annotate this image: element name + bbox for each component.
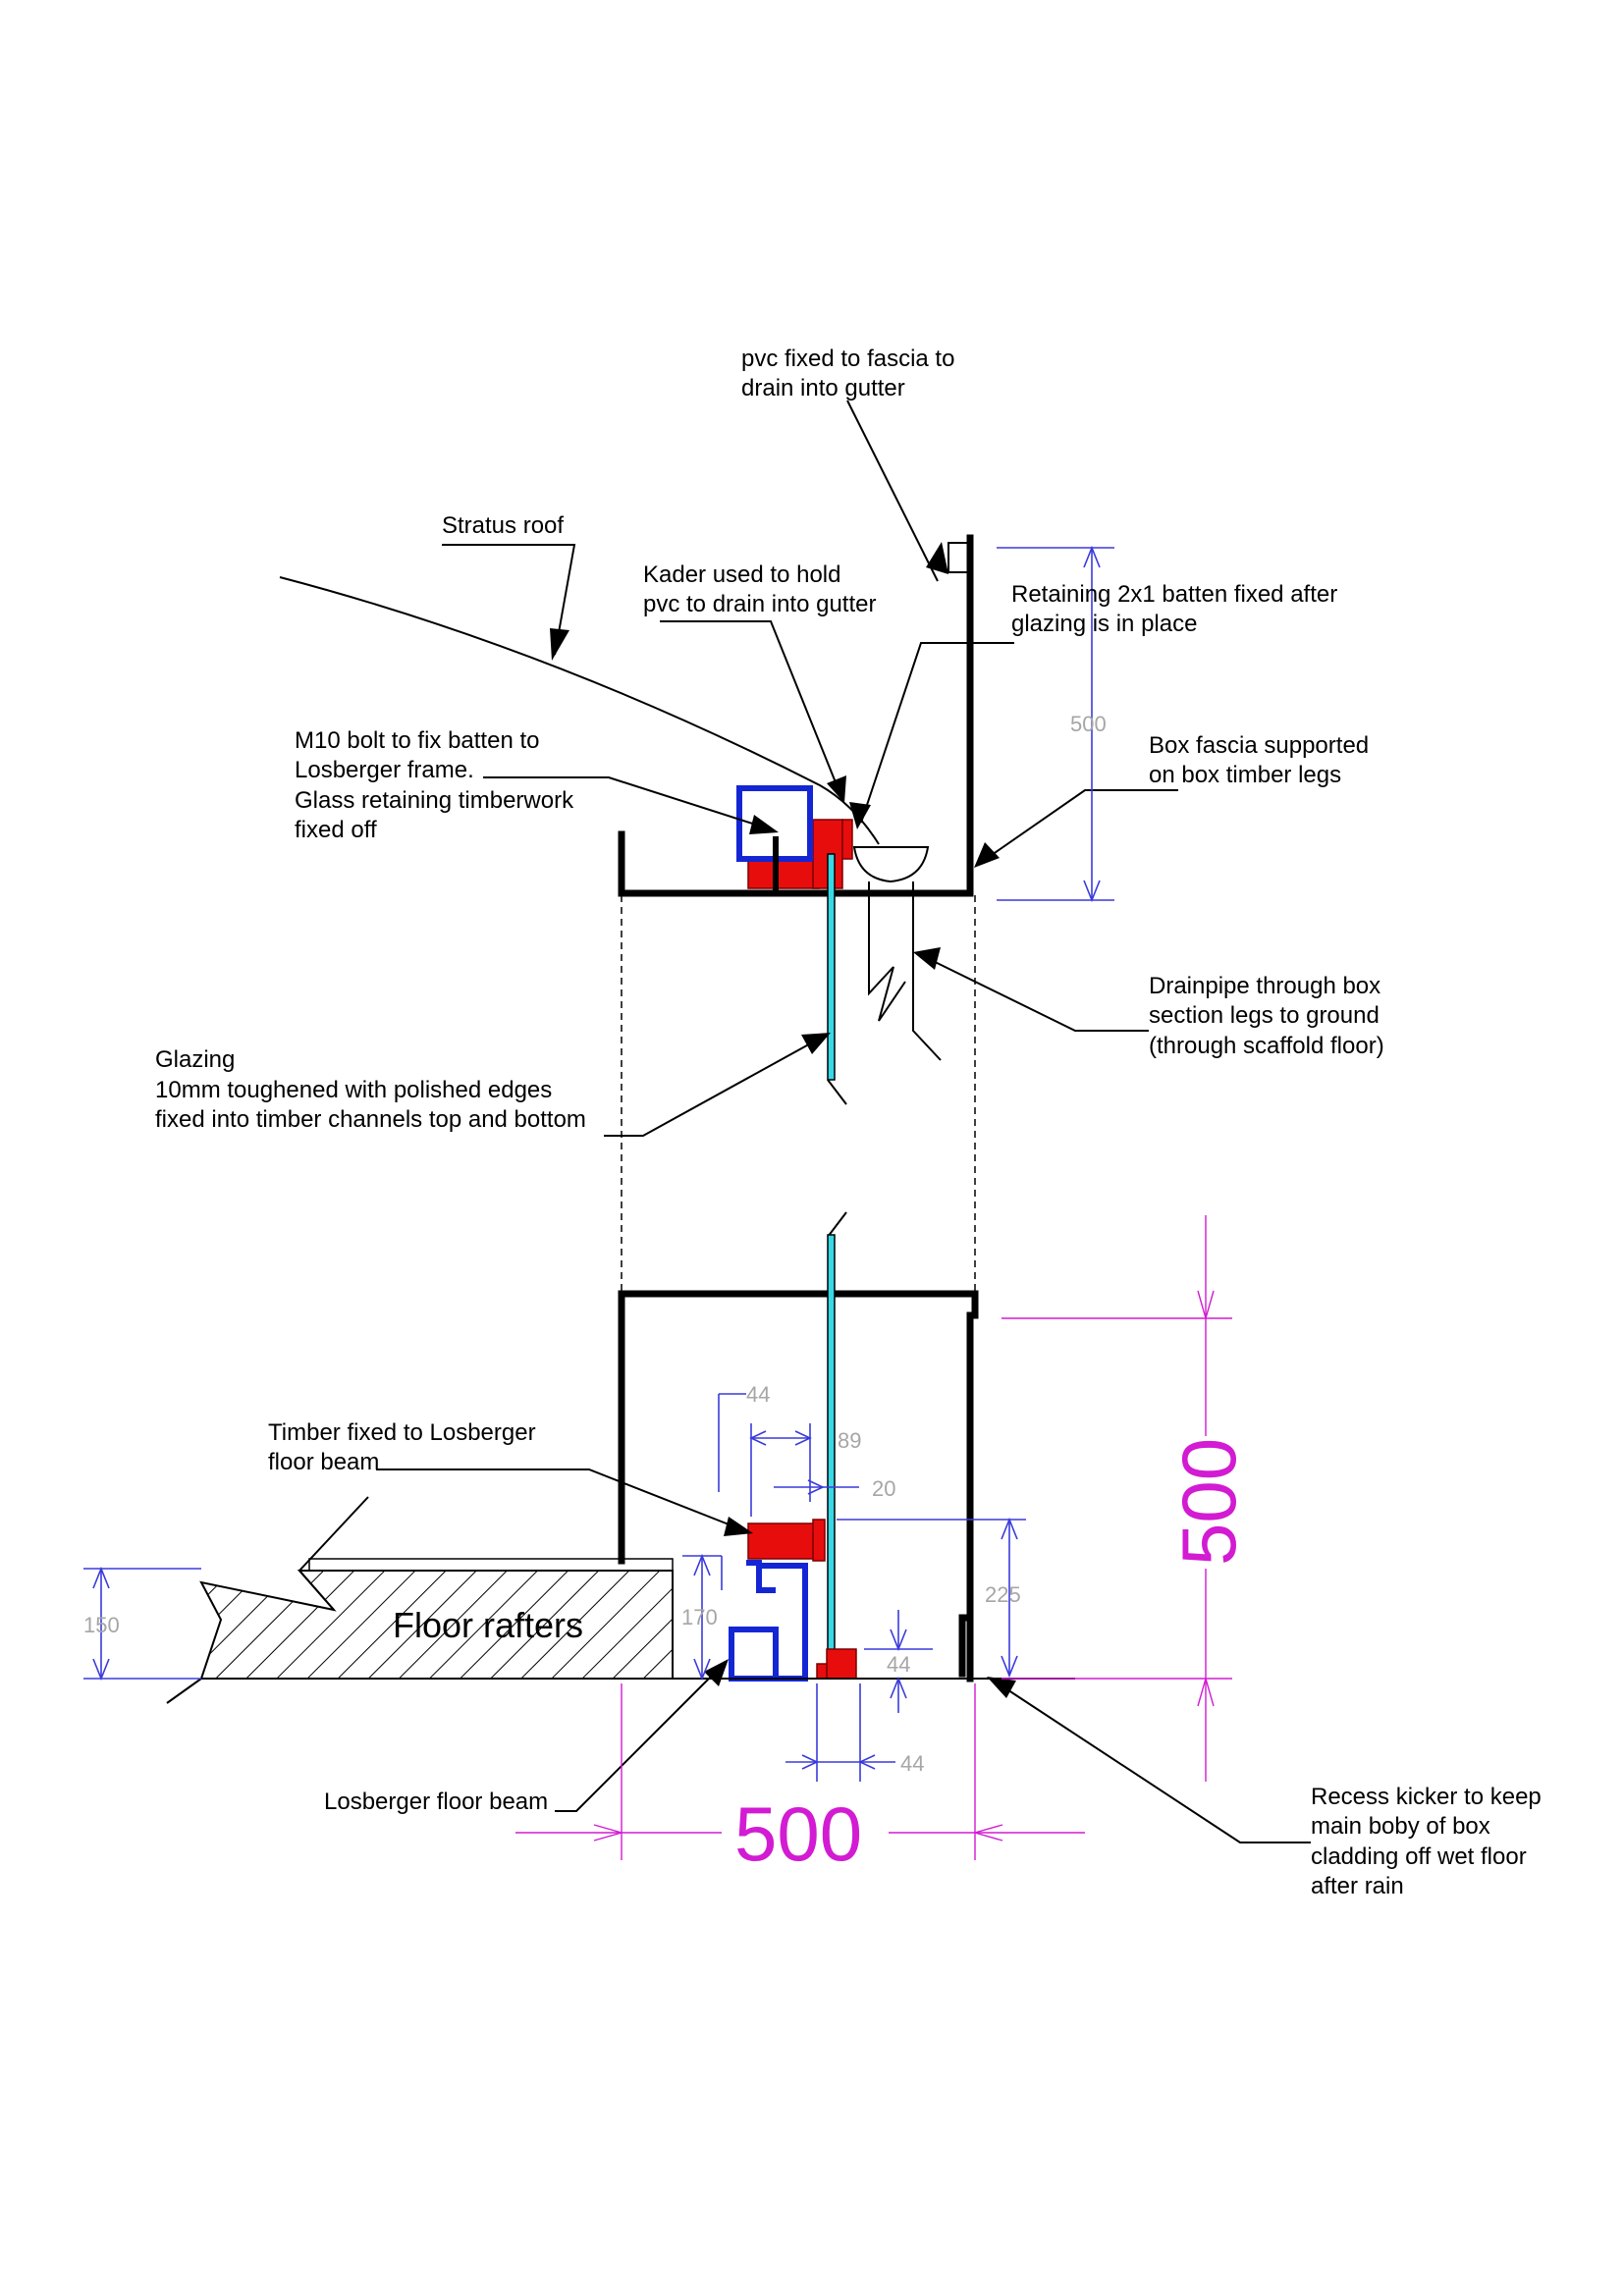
dim-150: 150 (83, 1613, 120, 1637)
dim-500-vertical: 500 (1165, 1438, 1252, 1566)
stratus-roof-curve (279, 576, 880, 845)
dim-170: 170 (681, 1605, 718, 1629)
glass-pane-top (827, 853, 836, 1081)
note-m10-bolt: M10 bolt to fix batten to Losberger fram… (295, 727, 580, 843)
detail-dimensions: 500 44 89 20 225 150 170 (83, 545, 1114, 1782)
dim-44-top: 44 (746, 1382, 770, 1407)
dim-20: 20 (872, 1476, 895, 1501)
leader-lines (376, 400, 1311, 1843)
dim-89: 89 (838, 1428, 861, 1453)
overall-dimensions: 500 500 (515, 1215, 1252, 1877)
note-losberger-floor-beam: Losberger floor beam (324, 1789, 548, 1815)
note-recess-kicker: Recess kicker to keep main boby of box c… (1311, 1784, 1547, 1899)
bottom-timber-channel (747, 1519, 857, 1680)
dim-44-bottom: 44 (900, 1751, 924, 1776)
drainpipe (868, 881, 942, 1061)
upper-box-section (618, 534, 976, 1291)
note-timber-fixed: Timber fixed to Losberger floor beam (268, 1419, 542, 1475)
glass-pane-bottom (827, 1234, 836, 1660)
dim-500-horizontal: 500 (734, 1790, 862, 1877)
annotation-notes: pvc fixed to fascia to drain into gutter… (155, 346, 1547, 1899)
note-pvc-fascia: pvc fixed to fascia to drain into gutter (741, 346, 961, 401)
floor-rafters: Floor rafters (166, 1496, 674, 1704)
floor-rafters-label: Floor rafters (393, 1605, 583, 1645)
note-kader: Kader used to hold pvc to drain into gut… (643, 561, 876, 617)
gutter (852, 846, 930, 883)
dim-225: 225 (985, 1582, 1021, 1607)
lower-box-section (618, 1290, 979, 1682)
note-box-fascia: Box fascia supported on box timber legs (1149, 732, 1376, 788)
note-drainpipe: Drainpipe through box section legs to gr… (1149, 973, 1387, 1059)
losberger-floor-beam (729, 1560, 808, 1682)
dim-44-mid: 44 (887, 1652, 910, 1677)
dim-500-top: 500 (1070, 712, 1107, 736)
note-stratus-roof: Stratus roof (442, 512, 564, 539)
note-retaining-batten: Retaining 2x1 batten fixed after glazing… (1011, 581, 1344, 637)
note-glazing: Glazing 10mm toughened with polished edg… (155, 1046, 586, 1133)
top-timber-channel (736, 785, 853, 891)
